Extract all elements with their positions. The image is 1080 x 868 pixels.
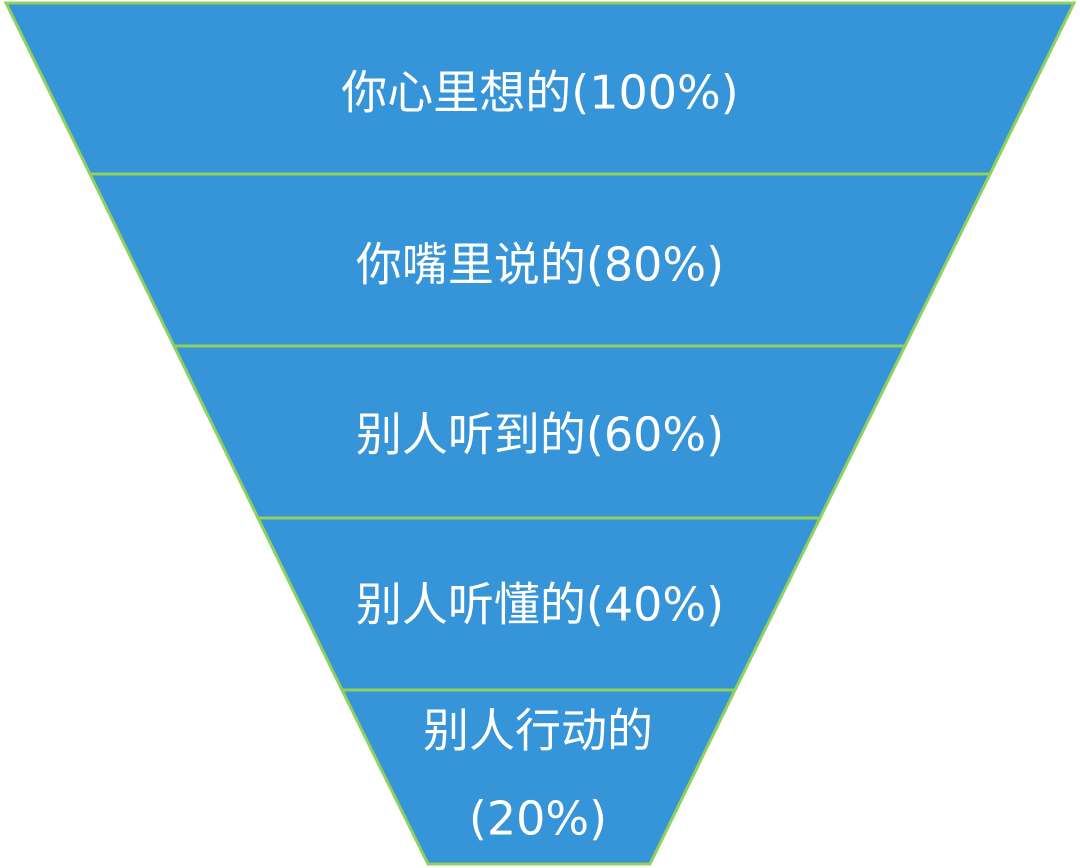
funnel-stage-3-label: 别人听到的(60%) bbox=[356, 408, 724, 462]
funnel-stage-1-label: 你心里想的(100%) bbox=[341, 66, 738, 120]
funnel-stage-4: 别人听懂的(40%) bbox=[255, 516, 823, 692]
funnel-stage-3: 别人听到的(60%) bbox=[171, 344, 908, 520]
funnel-stage-5-label-line2: (20%) bbox=[469, 792, 607, 846]
funnel-stage-5-label-line1: 别人行动的 bbox=[423, 704, 653, 758]
funnel-stage-4-label: 别人听懂的(40%) bbox=[356, 578, 724, 632]
funnel-stage-1: 你心里想的(100%) bbox=[3, 1, 1077, 176]
funnel-stage-2: 你嘴里说的(80%) bbox=[87, 172, 993, 348]
funnel-stage-5: 别人行动的 (20%) bbox=[339, 688, 738, 866]
funnel-stage-5-band bbox=[339, 688, 738, 866]
funnel-stage-2-label: 你嘴里说的(80%) bbox=[356, 238, 724, 292]
